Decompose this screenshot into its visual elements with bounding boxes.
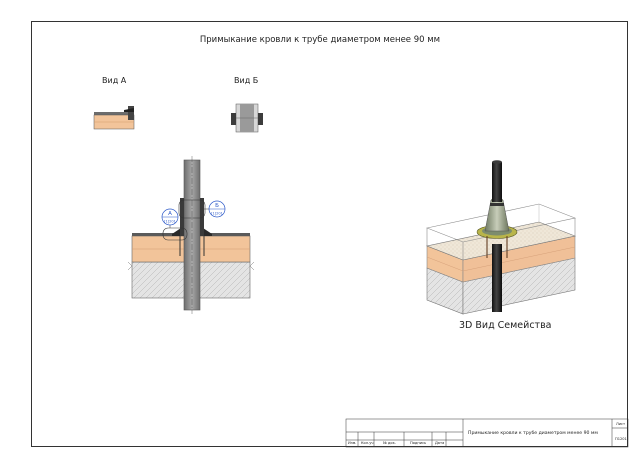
tb-cell-sign: Подпись [410, 441, 427, 445]
tb-cell-doc: № док. [383, 441, 396, 445]
view-a-detail [93, 106, 135, 130]
tb-cell-izm: Изм. [348, 441, 357, 445]
sheet-title: Примыкание кровли к трубе диаметром мене… [199, 35, 441, 45]
title-block [345, 418, 629, 448]
tb-drawing-name: Примыкание кровли к трубе диаметром мене… [468, 431, 598, 436]
view-b-label: Вид Б [234, 76, 259, 85]
callout-b-letter: Б [215, 203, 219, 209]
callout-b: Б [1]201 [208, 200, 226, 218]
view-3d-model [425, 160, 577, 315]
view-3d-caption: 3D Вид Семейства [459, 320, 552, 331]
tb-cell-kol: Кол.уч [361, 441, 374, 445]
view-b-detail [231, 103, 263, 133]
callout-a: А [1]201 [161, 208, 179, 226]
sheet-frame [31, 21, 628, 447]
view-a-label: Вид А [102, 76, 127, 85]
callout-a-letter: А [168, 211, 172, 217]
callout-b-ref: [1]201 [211, 212, 223, 216]
callout-a-ref: [1]201 [164, 220, 176, 224]
tb-sheet-label: Лист [616, 422, 626, 426]
tb-cell-date: Дата [435, 441, 445, 445]
tb-sheet-number: П1201 [615, 437, 627, 441]
section-drawing [127, 156, 255, 314]
